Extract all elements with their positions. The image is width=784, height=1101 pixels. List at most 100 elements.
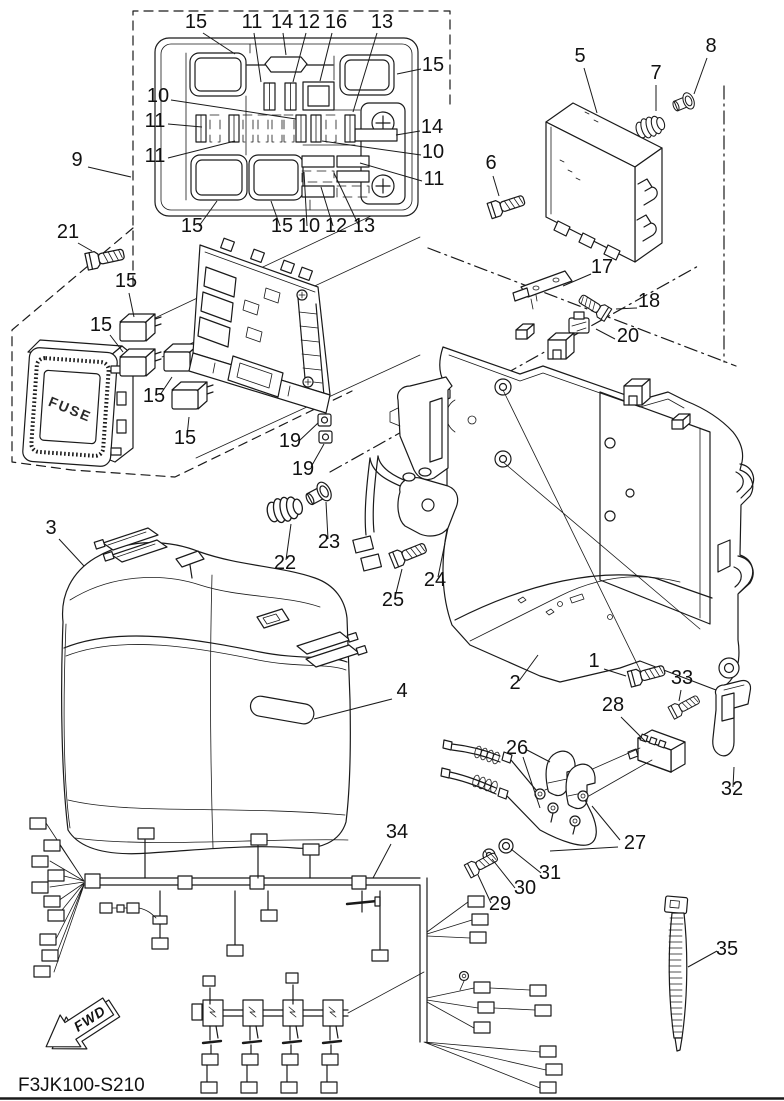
terminal-caps-26	[544, 747, 653, 835]
starter-relay-28	[627, 729, 686, 773]
callout-leader-line	[687, 950, 718, 968]
battery-leads-27	[440, 739, 597, 846]
part-number-callout: 4	[396, 680, 407, 702]
callout-leader-line	[394, 568, 403, 598]
callout-leader-line	[492, 175, 500, 197]
part-number-callout: 15	[181, 215, 203, 237]
collar-23	[302, 479, 335, 510]
callout-leader-line	[253, 32, 262, 83]
part-number-callout: 6	[485, 152, 496, 174]
harness-drops	[99, 827, 389, 962]
fuse-row	[195, 114, 356, 143]
part-number-callout: 30	[514, 877, 536, 899]
callout-leader-line	[591, 805, 621, 841]
grommet-22	[264, 493, 306, 526]
callout-leader-line	[395, 130, 421, 136]
callout-leader-line	[303, 171, 308, 227]
callout-leader-line	[170, 99, 297, 120]
bolt-21	[84, 245, 126, 271]
callout-leader-line	[732, 766, 735, 788]
clip-19b	[318, 430, 333, 444]
part-number-callout: 12	[298, 11, 320, 33]
electrical-tray	[434, 323, 755, 691]
part-number-callout: 2	[509, 672, 520, 694]
callout-leader-line	[186, 416, 190, 437]
screw-33	[667, 692, 702, 720]
callout-leader-line	[583, 67, 598, 114]
ecu-bracket-group	[512, 270, 590, 334]
part-number-callout: 13	[353, 215, 375, 237]
callout-leader-line	[198, 200, 218, 227]
part-number-callout: 35	[716, 938, 738, 960]
fuse-bars-bottom	[301, 155, 370, 198]
callout-leader-line	[595, 328, 616, 340]
callout-leader-line	[167, 140, 236, 159]
callout-leader-line	[510, 848, 542, 874]
fuse-box-top-view	[154, 37, 419, 217]
part-number-callout: 3	[45, 517, 56, 539]
callout-leader-line	[298, 422, 319, 442]
part-number-callout: 8	[705, 35, 716, 57]
callout-leader-line	[603, 668, 627, 677]
part-number-callout: 21	[57, 221, 79, 243]
part-number-callout: 20	[617, 325, 639, 347]
callout-leader-line	[167, 123, 203, 128]
part-number-callout: 10	[422, 141, 444, 163]
callout-leader-line	[620, 716, 646, 742]
part-number-callout: 11	[145, 110, 166, 132]
tray-side-bracket	[389, 376, 453, 481]
callout-leader-line	[58, 538, 85, 567]
fwd-arrow: FWD	[45, 997, 121, 1050]
bolt-1	[626, 661, 667, 688]
callout-leader-line	[159, 376, 173, 396]
callout-leader-line	[477, 874, 492, 904]
callout-leader-line	[270, 200, 281, 227]
part-number-callout: 11	[242, 11, 263, 33]
fuse-box-assembly	[188, 237, 331, 414]
part-number-callout: 22	[274, 552, 296, 574]
callout-leader-line	[678, 689, 682, 702]
callout-leader-line	[109, 334, 124, 353]
part-number-callout: 7	[650, 62, 661, 84]
part-number-callout: 32	[721, 778, 743, 800]
bolt-6	[486, 191, 527, 220]
callout-leader-line	[372, 843, 392, 879]
bolt-29	[463, 849, 501, 879]
part-number-callout: 27	[624, 832, 646, 854]
part-number-callout: 24	[424, 569, 446, 591]
callout-leader-line	[333, 172, 360, 227]
callout-leader-line	[128, 292, 135, 318]
part-number-callout: 15	[174, 427, 196, 449]
electrical-cover	[61, 527, 368, 855]
callout-leader-line	[615, 307, 638, 310]
ecu-unit	[545, 102, 663, 263]
callout-leader-line	[526, 749, 551, 763]
part-number-callout: 10	[147, 85, 169, 107]
harness-fuse-comb	[191, 971, 425, 1094]
cover-top-connectors	[93, 527, 368, 668]
part-number-callout: 19	[292, 458, 314, 480]
callout-leader-line	[396, 68, 422, 75]
part-number-callout: 17	[591, 256, 613, 278]
callout-leader-line	[518, 654, 539, 682]
callout-leader-line	[282, 32, 287, 56]
diagram-code: F3JK100-S210	[18, 1075, 145, 1096]
harness-left-fan	[29, 817, 85, 978]
part-number-callout: 12	[325, 215, 347, 237]
callout-leader-line	[491, 858, 516, 889]
part-number-callout: 23	[318, 531, 340, 553]
part-number-callout: 15	[185, 11, 207, 33]
part-number-callout: 16	[325, 11, 347, 33]
part-number-callout: 31	[539, 862, 561, 884]
fuse-cover: FUSE	[22, 339, 134, 467]
callout-leader-line	[320, 186, 334, 227]
sensor-24	[352, 455, 459, 572]
callout-leader-line	[319, 32, 333, 82]
part-number-callout: 11	[424, 168, 445, 190]
callout-leader-line	[352, 32, 378, 113]
part-number-callout: 34	[386, 821, 408, 843]
part-number-callout: 15	[143, 385, 165, 407]
part-number-callout: 5	[574, 45, 585, 67]
